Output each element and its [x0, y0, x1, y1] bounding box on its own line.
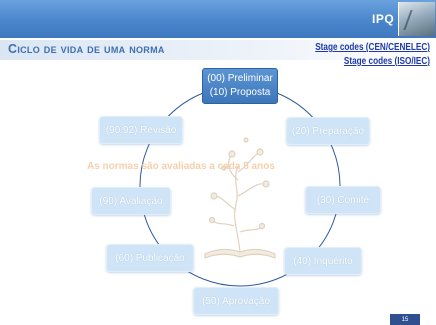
center-note: As normas são avaliadas a cada 5 anos	[87, 161, 275, 172]
stage-avaliacao[interactable]: (90) Avaliação	[91, 187, 171, 215]
stage-comite[interactable]: (30) Comité	[305, 186, 381, 214]
stage-codes-iso-iec-link[interactable]: Stage codes (ISO/IEC)	[343, 56, 430, 67]
stage-preliminar-proposta[interactable]: (00) Preliminar (10) Proposta	[202, 68, 278, 104]
stage-preliminar-label: (00) Preliminar	[207, 73, 273, 84]
header-bar	[0, 0, 436, 38]
header-photo	[398, 2, 435, 36]
stage-preparacao[interactable]: (20) Preparação	[286, 117, 370, 145]
stage-proposta-label: (10) Proposta	[209, 87, 271, 98]
page-title: Ciclo de vida de uma norma	[8, 42, 165, 56]
stage-codes-cen-cenelec-link[interactable]: Stage codes (CEN/CENELEC)	[315, 42, 430, 53]
title-band	[0, 40, 436, 60]
stage-inquerito[interactable]: (40) Inquérito	[284, 247, 362, 275]
stage-revisao[interactable]: (90.92) Revisão	[99, 116, 183, 144]
stage-publicacao[interactable]: (60) Publicação	[106, 244, 194, 272]
ipq-logo: IPQ	[372, 12, 395, 26]
page-number: 15	[390, 314, 420, 325]
stage-aprovacao[interactable]: (50) Aprovação	[193, 287, 279, 315]
book-tree-illustration	[204, 137, 276, 259]
